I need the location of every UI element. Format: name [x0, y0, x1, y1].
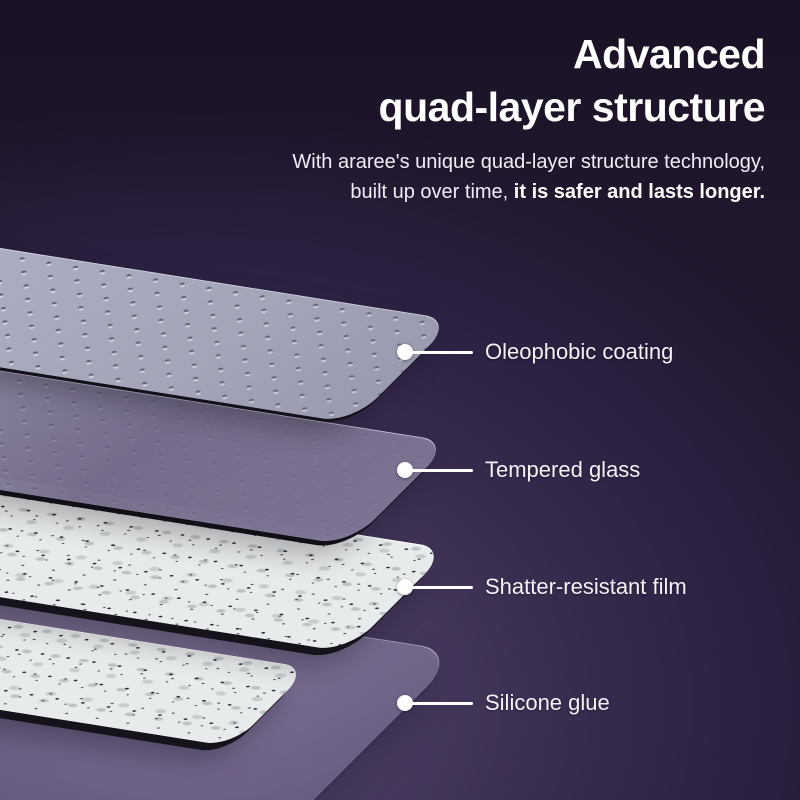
layer-connector-line: [411, 585, 473, 589]
page-title-line-1: Advanced: [573, 31, 765, 77]
layer-connector-line: [411, 701, 473, 705]
subtitle-line-2-emphasis: it is safer and lasts longer.: [513, 181, 765, 203]
layer-label: Shatter-resistant film: [485, 574, 687, 599]
page-title-line-2: quad-layer structure: [378, 84, 766, 130]
layer-label: Silicone glue: [485, 690, 610, 715]
callout-shatter-resistant-film: Shatter-resistant film: [397, 574, 687, 600]
callout-silicone-glue: Silicone glue: [397, 690, 610, 716]
layer-label: Oleophobic coating: [485, 339, 674, 364]
layer-marker-dot-icon: [397, 462, 413, 478]
layer-connector-line: [411, 350, 473, 354]
headline-subtitle: With araree's unique quad-layer structur…: [292, 147, 765, 207]
callout-tempered-glass: Tempered glass: [397, 457, 640, 483]
subtitle-line-2: built up over time,: [350, 181, 514, 203]
layer-marker-dot-icon: [397, 579, 413, 595]
subtitle-line-1: With araree's unique quad-layer structur…: [292, 151, 765, 173]
layer-connector-line: [411, 468, 473, 472]
layer-marker-dot-icon: [397, 344, 413, 360]
layer-marker-dot-icon: [397, 695, 413, 711]
layer-label: Tempered glass: [485, 457, 641, 482]
callout-oleophobic-coating: Oleophobic coating: [397, 339, 673, 365]
headline: Advanced quad-layer structure With arare…: [292, 28, 765, 207]
